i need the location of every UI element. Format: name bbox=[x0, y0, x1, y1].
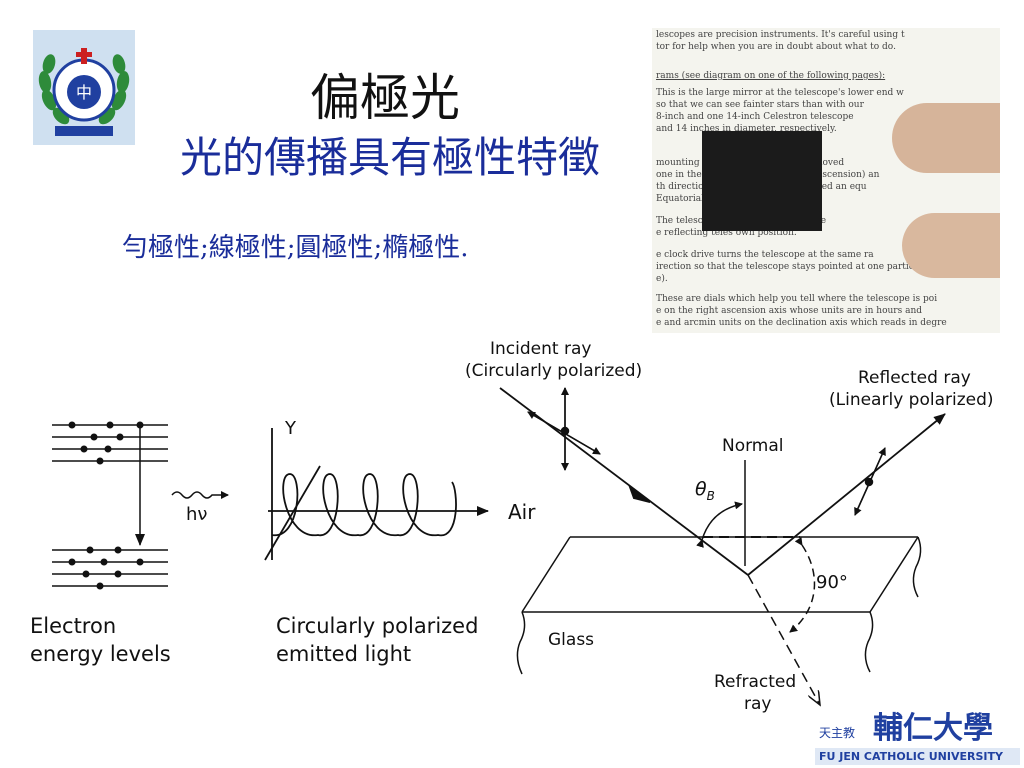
y-axis-label: Y bbox=[285, 418, 296, 439]
reflected-ray-label: Reflected ray bbox=[858, 368, 971, 389]
refracted-ray-label: Refracted bbox=[714, 672, 796, 693]
theta-subscript: B bbox=[707, 489, 715, 503]
incident-arrowhead bbox=[630, 487, 650, 502]
theta-symbol: θ bbox=[695, 478, 707, 500]
electron-dots bbox=[69, 422, 144, 590]
emitted-light-label: emitted light bbox=[276, 641, 411, 667]
circular-label: Circularly polarized bbox=[276, 613, 478, 639]
electron-label: Electron bbox=[30, 613, 116, 639]
logo-chinese-name: 輔仁大學 bbox=[873, 712, 993, 746]
logo-chinese-small: 天主教 bbox=[819, 724, 855, 741]
incident-ray-label: Incident ray bbox=[490, 339, 591, 360]
incident-ray-sublabel: (Circularly polarized) bbox=[465, 361, 642, 382]
brewster-angle-arc bbox=[702, 504, 742, 540]
ninety-degree-label: 90° bbox=[816, 572, 848, 593]
reflected-polarization-arrow bbox=[855, 448, 885, 515]
theta-label: θB bbox=[695, 478, 715, 503]
right-angle-arc bbox=[790, 545, 815, 632]
incident-polarization-cross bbox=[528, 388, 600, 470]
reflected-ray-sublabel: (Linearly polarized) bbox=[829, 390, 994, 411]
glass-slab bbox=[517, 537, 920, 674]
helix-light bbox=[265, 428, 488, 560]
energy-levels-label: energy levels bbox=[30, 641, 171, 667]
air-label: Air bbox=[508, 500, 535, 524]
photon-arrow bbox=[172, 492, 228, 498]
logo-english-name: FU JEN CATHOLIC UNIVERSITY bbox=[819, 750, 1003, 763]
normal-label: Normal bbox=[722, 436, 784, 456]
refracted-ray-sublabel: ray bbox=[744, 694, 771, 715]
photon-label: hν bbox=[186, 504, 207, 525]
glass-label: Glass bbox=[548, 630, 594, 650]
university-logo: 天主教 輔仁大學 FU JEN CATHOLIC UNIVERSITY bbox=[815, 714, 1020, 766]
